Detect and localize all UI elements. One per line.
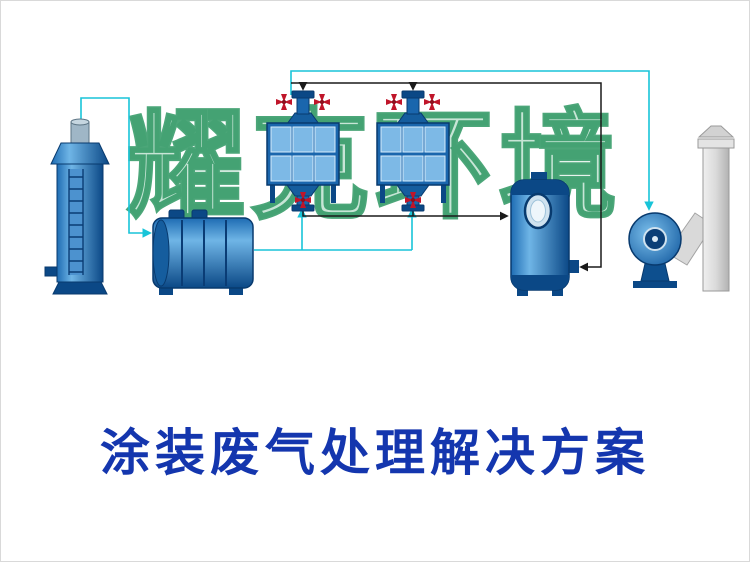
- activated-carbon-adsorber-2: [377, 91, 449, 211]
- tank-window-glass: [530, 199, 546, 223]
- spray-tower: [44, 118, 110, 295]
- fan-hub: [652, 236, 658, 242]
- tower-ladder: [68, 169, 84, 275]
- process-flow-diagram: [44, 70, 735, 296]
- tower-cap: [70, 121, 90, 147]
- uv-foot-left: [159, 287, 173, 295]
- centrifugal-fan: [628, 212, 682, 288]
- tank-side-pipe: [569, 260, 579, 273]
- filter-tank: [510, 172, 579, 296]
- tank-foot-right: [552, 288, 563, 296]
- stack-body: [702, 146, 730, 292]
- tank-top-stub: [531, 172, 547, 182]
- line-top-bypass-to-fan: [290, 70, 654, 211]
- tower-cap-top: [70, 118, 90, 126]
- uv-end-cap: [152, 219, 170, 287]
- tower-collar: [50, 142, 110, 165]
- tank-bottom-band: [511, 275, 569, 290]
- line-tower-to-uv: [80, 97, 152, 238]
- page-title: 涂装废气处理解决方案: [100, 425, 650, 481]
- tower-base: [52, 281, 108, 295]
- tank-foot-left: [517, 288, 528, 296]
- uv-foot-right: [229, 287, 243, 295]
- tower-side-pipe: [44, 266, 58, 277]
- stack-cap-band: [697, 138, 735, 149]
- tower-ladder-back: [69, 169, 83, 275]
- uv-dividers: [181, 220, 227, 286]
- activated-carbon-adsorber-1: [267, 91, 339, 211]
- stack-rain-cap: [697, 125, 735, 138]
- line-top-header-to-tank: [291, 82, 602, 272]
- tank-top-band: [511, 180, 569, 195]
- uv-photolysis-unit: [152, 209, 254, 295]
- exhaust-stack: [666, 125, 735, 292]
- fan-base-plate: [633, 281, 677, 288]
